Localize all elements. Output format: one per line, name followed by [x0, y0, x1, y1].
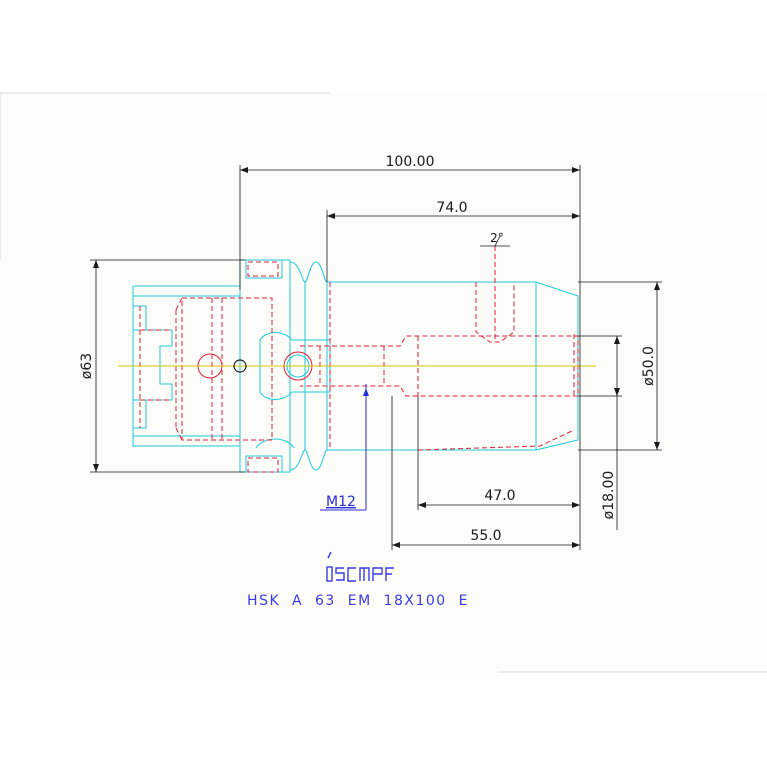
hidden-lines — [139, 246, 579, 473]
brand-logo — [326, 551, 394, 582]
dimension-lines — [90, 165, 662, 550]
dim-flange-diameter: ø63 — [79, 353, 95, 379]
center-point-icon — [233, 359, 247, 373]
thread-label: M12 — [326, 494, 356, 510]
dim-taper-angle: 2° — [490, 231, 504, 245]
dim-overall-length: 100.00 — [386, 154, 435, 170]
product-code: HSK A 63 EM 18X100 E — [247, 593, 469, 609]
dim-clamp-length: 47.0 — [484, 488, 515, 504]
dim-bore-diameter: ø18.00 — [601, 471, 617, 520]
dim-bore-depth: 55.0 — [470, 528, 501, 544]
dim-body-diameter: ø50.0 — [641, 346, 657, 386]
thread-leader — [320, 384, 369, 511]
dim-body-length: 74.0 — [436, 200, 467, 216]
